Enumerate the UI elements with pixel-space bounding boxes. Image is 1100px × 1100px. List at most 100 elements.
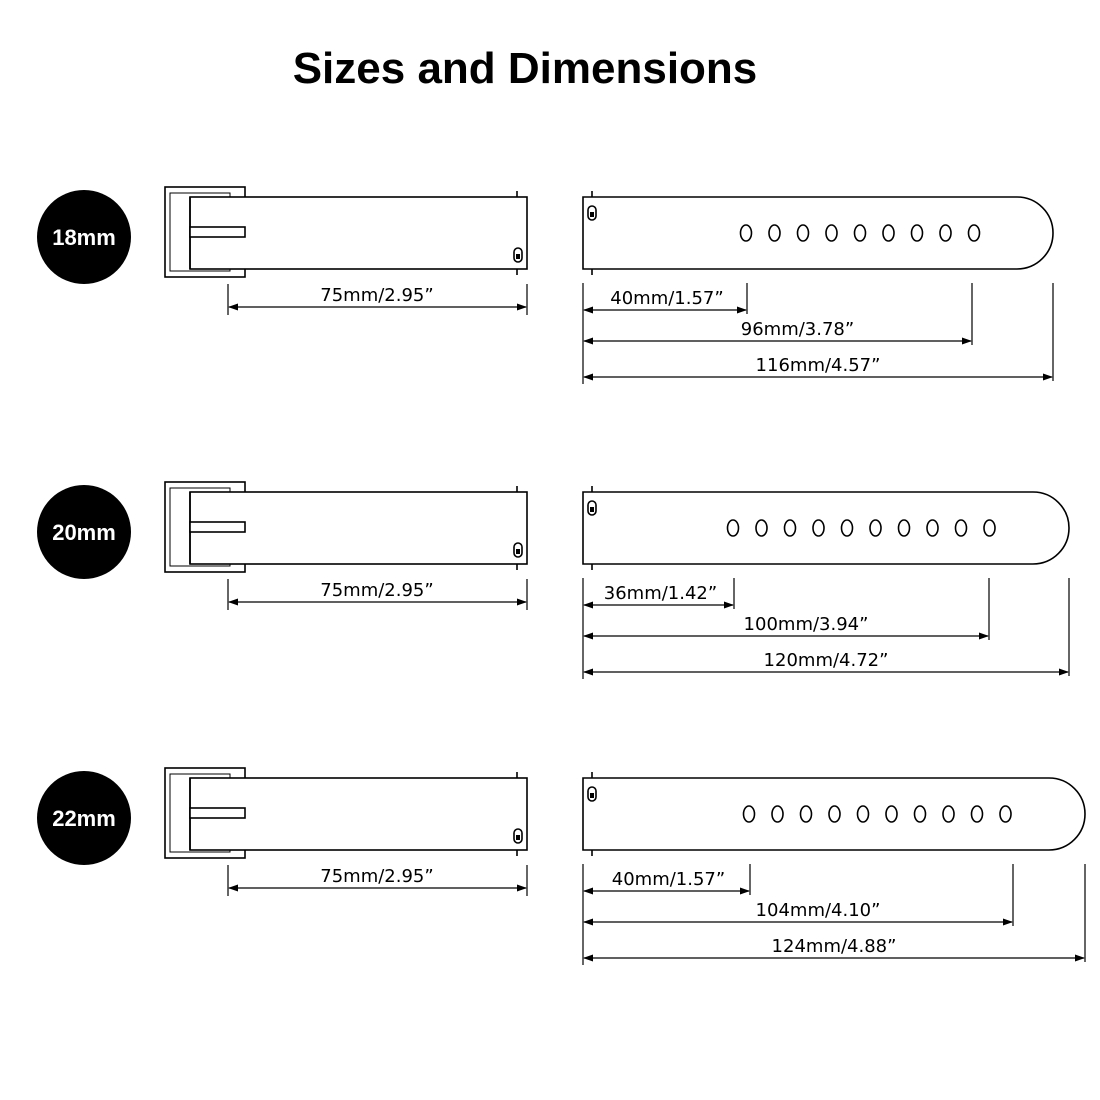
strap-hole xyxy=(897,519,911,537)
lock-pin-icon xyxy=(513,828,523,844)
size-badge-label: 20mm xyxy=(52,520,116,545)
lock-pin-icon xyxy=(587,500,597,516)
lock-pin-core xyxy=(516,835,520,840)
size-badge-circle xyxy=(37,190,131,284)
arrowhead-left xyxy=(583,601,593,609)
strap-hole xyxy=(812,519,825,537)
arrowhead-right xyxy=(517,303,527,311)
strap-hole xyxy=(869,519,882,537)
buckle-strap xyxy=(164,767,528,859)
strap-hole xyxy=(882,224,895,242)
arrowhead-left xyxy=(583,337,593,345)
buckle-prong xyxy=(189,226,246,238)
strap-dimension-arrow xyxy=(583,306,747,314)
arrowhead-right xyxy=(724,601,734,609)
hole-strap-body xyxy=(582,196,1054,270)
arrowhead-left xyxy=(583,668,593,676)
size-row-18mm: 18mm 75mm/2.95” 40mm/1.57” 96mm/3.78” 116mm/… xyxy=(37,186,1054,384)
strap-dimension-arrow xyxy=(583,601,734,609)
lock-pin-core xyxy=(590,793,594,798)
lock-pin-outline xyxy=(513,542,523,558)
strap-hole xyxy=(970,805,984,823)
strap-dimension-label: 120mm/4.72” xyxy=(764,650,889,671)
lock-pin-icon xyxy=(587,205,597,221)
strap-hole xyxy=(742,805,756,823)
strap-dimension-label: 40mm/1.57” xyxy=(612,869,725,890)
strap-dimension-arrow xyxy=(583,954,1085,962)
strap-dimension-label: 100mm/3.94” xyxy=(744,614,869,635)
strap-dimension-label: 124mm/4.88” xyxy=(772,936,897,957)
arrowhead-right xyxy=(979,632,989,640)
strap-hole xyxy=(856,805,870,823)
arrowhead-left xyxy=(583,954,593,962)
arrowhead-left xyxy=(583,632,593,640)
strap-dimension-arrow xyxy=(583,373,1053,381)
arrowhead-left xyxy=(228,884,238,892)
buckle-prong xyxy=(189,807,246,819)
strap-hole xyxy=(954,519,968,537)
strap-dimension-arrow xyxy=(583,668,1069,676)
arrowhead-right xyxy=(1075,954,1085,962)
buckle-strap-body xyxy=(189,196,528,270)
buckle-strap xyxy=(164,481,528,573)
hole-strap xyxy=(582,191,1054,275)
buckle-strap-body xyxy=(189,491,528,565)
arrowhead-right xyxy=(740,887,750,895)
buckle-length-label: 75mm/2.95” xyxy=(320,580,433,601)
lock-pin-outline xyxy=(587,786,597,802)
arrowhead-left xyxy=(583,373,593,381)
strap-dimension-arrow xyxy=(583,887,750,895)
strap-hole xyxy=(942,805,955,823)
arrowhead-left xyxy=(583,306,593,314)
strap-dimension-arrow xyxy=(583,337,972,345)
strap-hole xyxy=(755,519,768,537)
arrowhead-right xyxy=(737,306,747,314)
lock-pin-outline xyxy=(513,828,523,844)
hole-strap xyxy=(582,486,1070,570)
strap-hole xyxy=(825,224,838,242)
size-badge-label: 22mm xyxy=(52,806,116,831)
buckle-strap-body xyxy=(189,777,528,851)
size-badge: 18mm xyxy=(37,190,131,284)
hole-strap-body xyxy=(582,491,1070,565)
strap-hole xyxy=(853,224,867,242)
strap-hole xyxy=(739,224,753,242)
strap-holes xyxy=(739,224,981,242)
size-badge-label: 18mm xyxy=(52,225,116,250)
strap-dimension-arrow xyxy=(583,918,1013,926)
strap-hole xyxy=(913,805,927,823)
buckle-dimension-arrow xyxy=(228,884,527,892)
strap-hole xyxy=(796,224,810,242)
strap-dimension-arrow xyxy=(583,632,989,640)
size-badge: 22mm xyxy=(37,771,131,865)
strap-dimension-label: 40mm/1.57” xyxy=(610,288,723,309)
strap-dimension-label: 96mm/3.78” xyxy=(741,319,854,340)
size-row-20mm: 20mm 75mm/2.95” 36mm/1.42” 100mm/3.94” 120mm… xyxy=(37,481,1070,679)
hole-strap-body xyxy=(582,777,1086,851)
strap-hole xyxy=(840,519,854,537)
lock-pin-outline xyxy=(587,205,597,221)
buckle-length-label: 75mm/2.95” xyxy=(320,285,433,306)
buckle-strap xyxy=(164,186,528,278)
arrowhead-left xyxy=(583,918,593,926)
lock-pin-core xyxy=(590,507,594,512)
strap-hole xyxy=(885,805,898,823)
buckle-prong xyxy=(189,521,246,533)
arrowhead-right xyxy=(1003,918,1013,926)
arrowhead-right xyxy=(1059,668,1069,676)
strap-holes xyxy=(726,519,996,537)
buckle-dimension-arrow xyxy=(228,303,527,311)
strap-dimension-label: 104mm/4.10” xyxy=(756,900,881,921)
strap-hole xyxy=(799,805,813,823)
lock-pin-icon xyxy=(513,542,523,558)
lock-pin-core xyxy=(516,549,520,554)
strap-dimension-label: 36mm/1.42” xyxy=(604,583,717,604)
buckle-dimension-arrow xyxy=(228,598,527,606)
arrowhead-left xyxy=(228,598,238,606)
strap-hole xyxy=(999,805,1012,823)
page-title: Sizes and Dimensions xyxy=(292,44,758,93)
lock-pin-core xyxy=(516,254,520,259)
size-row-22mm: 22mm75mm/2.95”40mm/1.57”104mm/4.10”124mm… xyxy=(37,767,1086,965)
strap-dimension-label: 116mm/4.57” xyxy=(756,355,881,376)
